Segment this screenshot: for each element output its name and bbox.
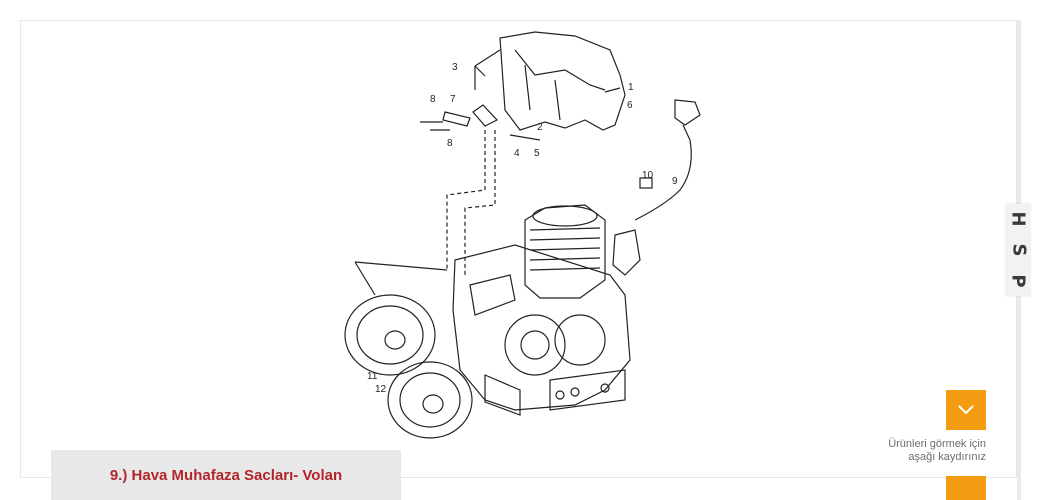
label-5: 5: [534, 148, 540, 159]
engine-exploded-diagram: 1 2 3 4 5 6 7 8 8 9 10 11 12: [344, 31, 701, 439]
product-caption: 9.) Hava Muhafaza Sacları- Volan: [51, 450, 401, 500]
hsp-badge[interactable]: H S P: [1006, 204, 1030, 296]
scroll-hint: Ürünleri görmek için aşağı kaydırınız: [888, 438, 986, 464]
label-8b: 8: [447, 138, 453, 149]
label-7: 7: [450, 94, 456, 105]
badge-letter-p: P: [1007, 274, 1029, 288]
scroll-hint-line1: Ürünleri görmek için: [888, 438, 986, 450]
badge-letter-s: S: [1008, 243, 1029, 257]
scroll-indicator-tab[interactable]: [946, 476, 986, 500]
label-10: 10: [642, 170, 654, 181]
scroll-down-button[interactable]: [946, 390, 986, 430]
badge-letter-h: H: [1007, 211, 1029, 227]
chevron-down-icon: [958, 405, 974, 415]
label-11: 11: [367, 371, 378, 382]
scroll-hint-line2: aşağı kaydırınız: [908, 451, 986, 463]
label-6: 6: [627, 100, 633, 111]
label-3: 3: [452, 62, 458, 73]
label-12: 12: [375, 384, 387, 395]
label-2: 2: [537, 122, 543, 133]
content-card: [20, 20, 1017, 478]
label-8a: 8: [430, 94, 436, 105]
label-9: 9: [672, 176, 678, 187]
label-1: 1: [628, 82, 634, 93]
label-4: 4: [514, 148, 520, 159]
